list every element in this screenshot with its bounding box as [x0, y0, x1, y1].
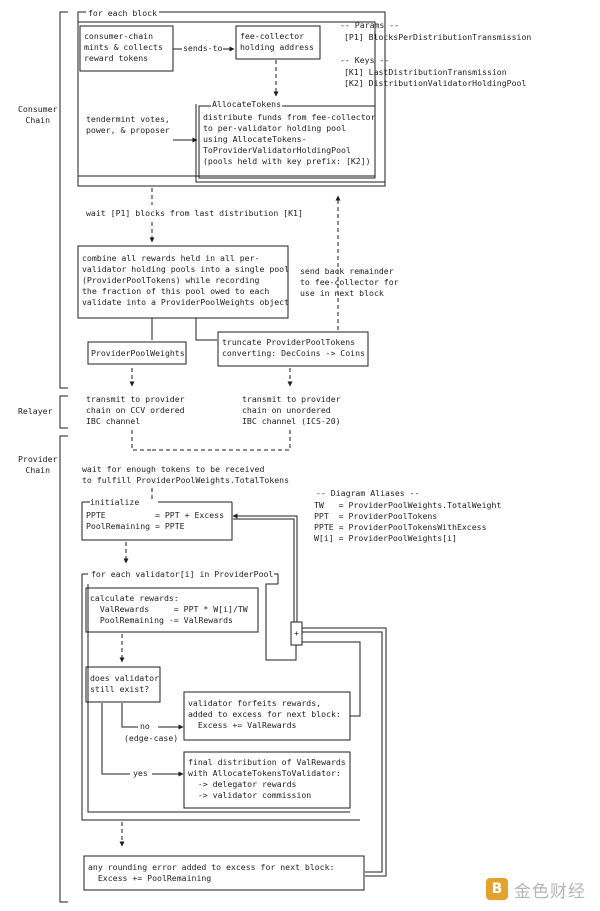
- validator-loop-label: for each validator[i] in ProviderPool: [90, 569, 275, 580]
- no-label: no: [140, 721, 150, 731]
- votes-text: tendermint votes, power, & proposer: [86, 114, 170, 135]
- combine-text: combine all rewards held in all per- val…: [82, 253, 290, 307]
- edge-case-label: (edge-case): [124, 733, 179, 743]
- validator-loop-right: [265, 583, 297, 661]
- plus-text: +: [294, 628, 299, 638]
- allocate-title: AllocateTokens: [211, 99, 283, 110]
- allocate-box-frame: [195, 104, 386, 183]
- ordered-to-provider-line: [131, 430, 152, 451]
- alias-wi: W[i] = ProviderPoolWeights[i]: [314, 533, 457, 543]
- watermark: B 金色财经: [486, 877, 586, 902]
- provider-lane-label: Provider Chain: [18, 454, 58, 475]
- relayer-lane-bracket: [59, 395, 68, 429]
- params-header: -- Params --: [340, 20, 400, 30]
- wait-p1-text: wait [P1] blocks from last distribution …: [86, 208, 303, 218]
- send-back-text: send back remainder to fee-collector for…: [300, 266, 399, 298]
- keys-header: -- Keys --: [340, 55, 390, 65]
- watermark-logo-icon: B: [486, 878, 508, 900]
- calc-box: [85, 587, 259, 633]
- forfeit-to-plus-line: [302, 641, 361, 717]
- relayer-lane-label: Relayer: [18, 406, 53, 416]
- weights-text: ProviderPoolWeights: [91, 348, 185, 358]
- init-title: initialize: [90, 497, 140, 507]
- final-text: final distribution of ValRewards with Al…: [188, 757, 346, 800]
- fee-collector-box: [235, 25, 321, 60]
- combine-box: [77, 245, 289, 319]
- provider-wait-text: wait for enough tokens to be received to…: [82, 464, 290, 485]
- ordered-channel-text: transmit to provider chain on CCV ordere…: [86, 394, 185, 426]
- final-box: [183, 751, 351, 809]
- aliases-header: -- Diagram Aliases --: [316, 488, 420, 498]
- consumer-loop-frame: [77, 11, 386, 187]
- alias-ppt: PPT = ProviderPoolTokens: [314, 511, 438, 521]
- validator-loop-inner: [87, 584, 350, 813]
- weights-box: [87, 341, 187, 365]
- sends-to-label: sends-to: [182, 43, 224, 54]
- unordered-to-provider-line: [152, 430, 291, 451]
- forfeit-text: validator forfeits rewards, added to exc…: [188, 698, 341, 730]
- alias-tw: TW = ProviderPoolWeights.TotalWeight: [314, 500, 502, 510]
- fee-collector-text: fee-collector holding address: [240, 31, 314, 52]
- truncate-text: truncate ProviderPoolTokens converting: …: [222, 337, 365, 358]
- consumer-loop-inner: [78, 21, 376, 177]
- calc-text: calculate rewards: ValRewards = PPT * W[…: [90, 593, 248, 625]
- param-p1: [P1] BlocksPerDistributionTransmission: [344, 32, 532, 42]
- rounding-box: [83, 855, 365, 891]
- alias-ppte: PPTE = ProviderPoolTokensWithExcess: [314, 522, 487, 532]
- init-box-frame: [81, 502, 233, 541]
- consumer-lane-bracket: [59, 11, 68, 389]
- rounding-to-plus-line: [302, 631, 383, 873]
- consumer-loop-label: for each block: [86, 8, 160, 19]
- consumer-lane-label: Consumer Chain: [18, 104, 58, 125]
- provider-lane-bracket: [59, 435, 68, 903]
- combine-to-truncate-line: [195, 318, 217, 341]
- key-k1: [K1] LastDistributionTransmission: [344, 67, 507, 77]
- unordered-channel-text: transmit to provider chain on unordered …: [242, 394, 341, 426]
- exists-box: [85, 666, 161, 703]
- yes-label: yes: [133, 768, 148, 778]
- key-k2: [K2] DistributionValidatorHoldingPool: [344, 78, 527, 88]
- plus-to-init-arrow-2: [233, 518, 295, 622]
- exists-no-path: [121, 703, 138, 728]
- rounding-to-plus-line-2: [302, 627, 387, 877]
- init-text: PPTE = PPT + Excess PoolRemaining = PPTE: [86, 510, 225, 531]
- exists-text: does validator still exist?: [90, 673, 160, 694]
- truncate-box: [217, 331, 369, 367]
- rounding-text: any rounding error added to excess for n…: [88, 862, 335, 883]
- watermark-text: 金色财经: [514, 881, 586, 902]
- allocate-text: distribute funds from fee-collector to p…: [203, 112, 376, 166]
- exists-yes-path: [101, 703, 130, 775]
- allocate-box: [198, 105, 376, 179]
- validator-loop-frame: [81, 574, 360, 821]
- plus-to-init-arrow: [232, 513, 298, 622]
- mint-text: consumer-chain mints & collects reward t…: [84, 31, 163, 63]
